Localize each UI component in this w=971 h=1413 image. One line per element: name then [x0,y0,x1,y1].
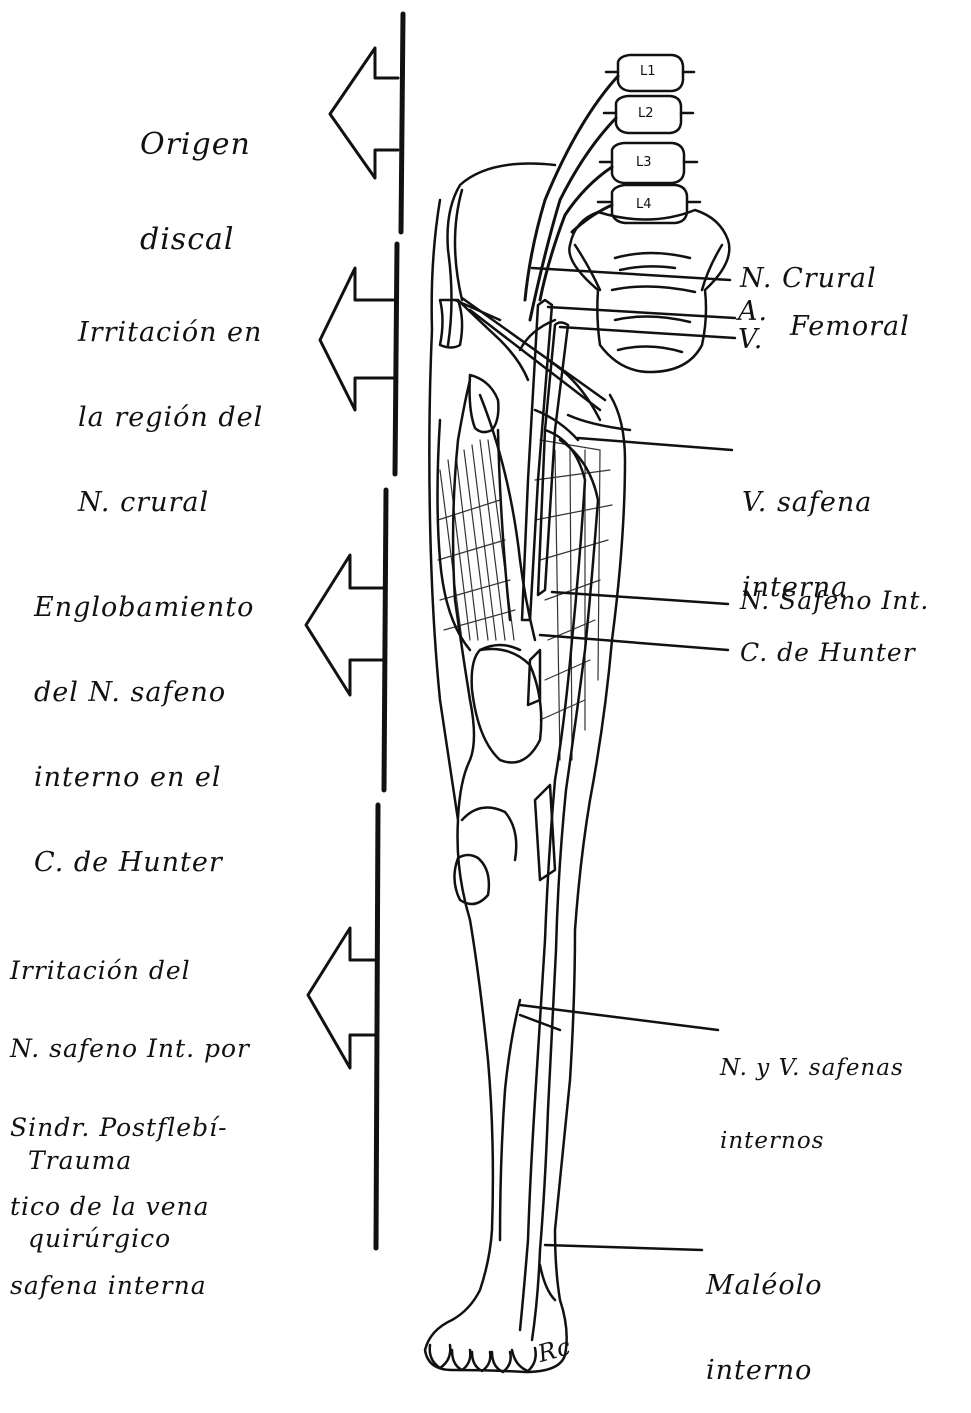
label-line: N. crural [78,489,263,517]
vertebra-label-l3: L3 [636,156,652,170]
leader-lines [520,268,735,1250]
label-n-crural: N. Crural [740,265,877,293]
label-line: la región del [78,404,263,432]
label-line: Maléolo [706,1272,823,1300]
sacrum [569,210,729,372]
label-n-safeno: N. Safeno Int. [740,588,929,614]
label-c-hunter: C. de Hunter [740,640,916,666]
vertebra-label-l4: L4 [636,198,652,212]
timeline-bar [376,14,403,1248]
label-line: N. y V. safenas [720,1056,904,1080]
label-line: Englobamiento [34,594,254,622]
label-line: Irritación en [78,319,263,347]
label-line: C. de Hunter [34,849,254,877]
label-a: A. [738,298,768,326]
arrow-irritacion-safeno [308,928,376,1068]
femoral-vessels [522,300,568,620]
label-line: quirúrgico [28,1226,171,1252]
arrow-origen [330,48,398,210]
arrow-irritacion-crural [320,268,393,410]
saphenous-course [500,430,598,1340]
label-line: N. safeno Int. por [10,1036,250,1062]
label-line: Origen [140,129,251,161]
label-irritacion-crural: Irritación en la región del N. crural [78,262,263,545]
label-englobamiento: Englobamiento del N. safeno interno en e… [34,537,254,905]
label-origen-discal: Origen discal [140,66,251,287]
label-line: V. safena [742,489,872,517]
label-femoral: Femoral [790,313,910,341]
label-maleolo: Maléolo interno [706,1215,823,1413]
label-v: V. [738,326,763,354]
label-nv-safenas: N. y V. safenas internos [720,1008,904,1177]
label-trauma: Trauma quirúrgico [28,1095,171,1279]
label-line: interno [706,1357,823,1385]
label-line: Trauma [28,1148,171,1174]
label-line: del N. safeno [34,679,254,707]
label-line: interno en el [34,764,254,792]
label-line: discal [140,224,251,256]
vertebra-label-l1: L1 [640,65,656,79]
label-line: Irritación del [10,958,250,984]
vertebra-label-l2: L2 [638,107,654,121]
label-line: internos [720,1129,904,1153]
arrow-englobamiento [306,555,384,695]
foot [430,1265,555,1372]
